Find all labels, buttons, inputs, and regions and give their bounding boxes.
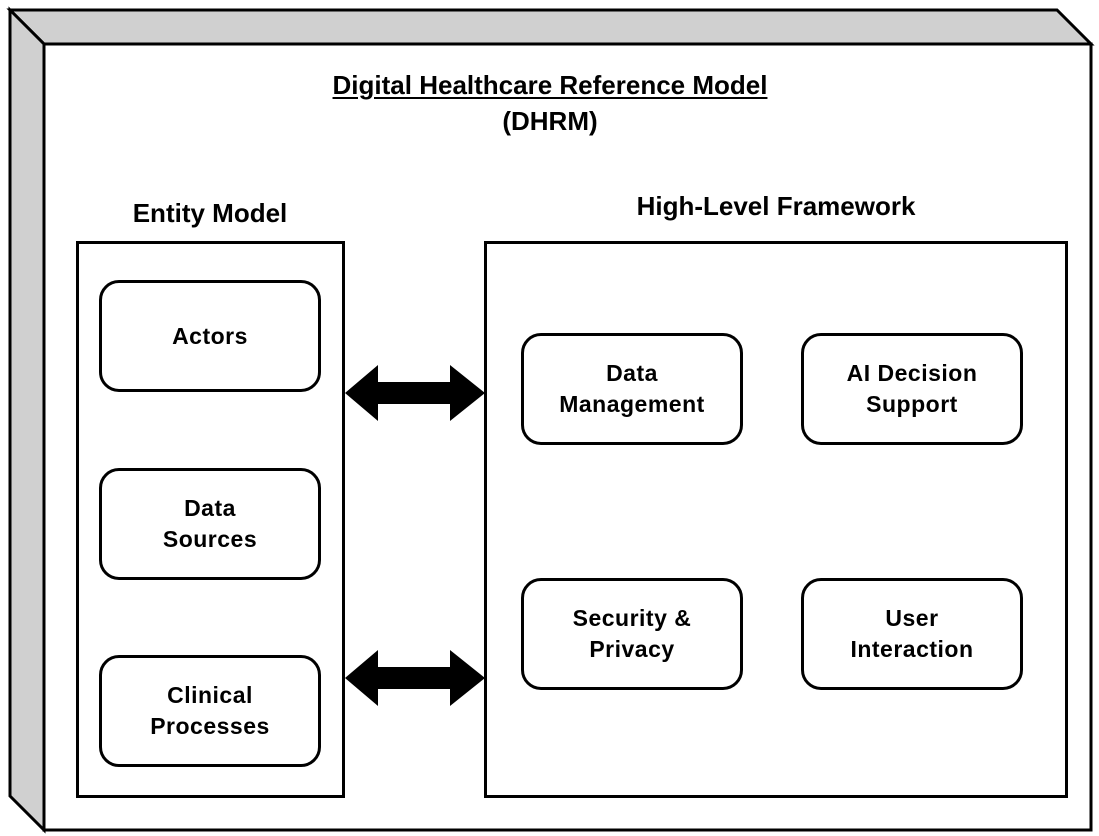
node-label-line: Privacy	[589, 636, 675, 662]
entity-node-data-sources: Data Sources	[99, 468, 321, 580]
node-label-line: Sources	[162, 526, 258, 552]
node-label-line: Clinical	[167, 682, 253, 708]
node-label-line: Data	[606, 360, 658, 386]
framework-title: High-Level Framework	[636, 191, 916, 221]
bidirectional-arrow-lower	[345, 650, 485, 706]
node-label-line: Actors	[172, 322, 248, 349]
node-label-line: Management	[559, 391, 705, 417]
framework-node-ai-decision-support: AI Decision Support	[801, 333, 1023, 445]
node-label-line: Security &	[572, 605, 692, 631]
bidirectional-arrow-upper	[345, 365, 485, 421]
node-label-line: AI Decision	[846, 360, 978, 386]
framework-node-user-interaction: User Interaction	[801, 578, 1023, 690]
bidirectional-arrow-shape	[345, 365, 485, 421]
node-label-line: Interaction	[850, 636, 974, 662]
node-label-line: Data	[184, 495, 236, 521]
cube-left-face	[8, 6, 46, 834]
framework-panel	[484, 241, 1068, 798]
diagram-subtitle: (DHRM)	[502, 106, 598, 136]
entity-node-actors: Actors	[99, 280, 321, 392]
entity-model-title: Entity Model	[132, 198, 288, 228]
node-label-line: Support	[866, 391, 958, 417]
node-label-line: User	[885, 605, 939, 631]
bidirectional-arrow-shape	[345, 650, 485, 706]
cube-top-face	[6, 8, 1095, 46]
entity-node-clinical-processes: Clinical Processes	[99, 655, 321, 767]
framework-node-data-management: Data Management	[521, 333, 743, 445]
framework-node-security-privacy: Security & Privacy	[521, 578, 743, 690]
diagram-title: Digital Healthcare Reference Model	[332, 70, 768, 100]
node-label-line: Processes	[150, 713, 270, 739]
